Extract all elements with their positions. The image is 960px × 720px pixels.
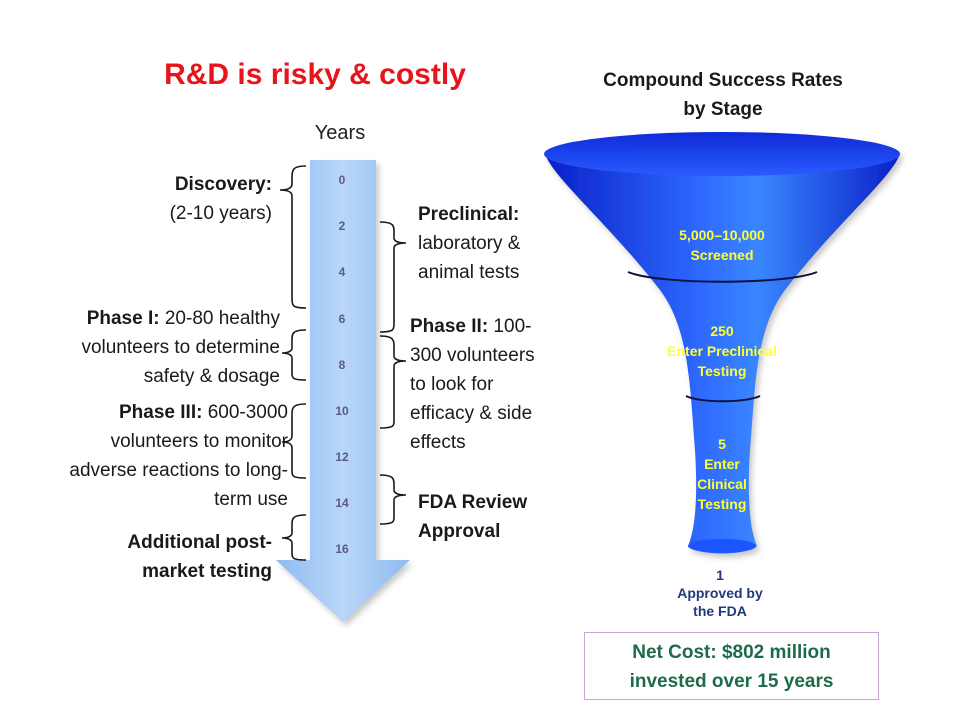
timeline-arrow — [276, 160, 410, 622]
label-post-market: Additional post- market testing — [40, 528, 272, 586]
stage-clinical-label-1: Enter — [704, 456, 740, 472]
phase1-text-2: volunteers to determine — [81, 337, 280, 358]
phase3-text-1: 600-3000 — [202, 402, 288, 423]
tick-14: 14 — [335, 496, 349, 510]
funnel-title: Compound Success Rates by Stage — [578, 66, 868, 124]
funnel-divider-2 — [685, 395, 761, 403]
phase2-text-3: to look for — [410, 374, 494, 395]
stage-screened-label: Screened — [690, 247, 754, 263]
post-market-text-1: Additional post- — [127, 532, 272, 553]
stage-preclinical: 250 Enter Preclinical Testing — [622, 321, 822, 381]
discovery-heading: Discovery: — [174, 174, 272, 195]
fda-text-2: Approval — [418, 521, 501, 542]
label-discovery: Discovery: (2-10 years) — [60, 170, 272, 228]
funnel-title-line-1: Compound Success Rates — [603, 70, 843, 91]
label-fda-review: FDA Review Approval — [418, 488, 568, 546]
label-preclinical: Preclinical: laboratory & animal tests — [418, 200, 568, 287]
stage-preclinical-label-1: Enter Preclinical — [667, 343, 777, 359]
label-phase1: Phase I: 20-80 healthy volunteers to det… — [20, 304, 280, 391]
timeline-ticks: 0 2 4 6 8 10 12 14 16 — [335, 173, 349, 556]
phase2-text-2: 300 volunteers — [410, 345, 535, 366]
phase2-text-4: efficacy & side — [410, 403, 533, 424]
net-cost-line-1: Net Cost: $802 million — [632, 642, 831, 663]
stage-clinical-label-3: Testing — [697, 496, 747, 512]
brace-phase2 — [379, 335, 407, 429]
stage-approved: 1 Approved by the FDA — [640, 566, 800, 620]
stage-screened: 5,000–10,000 Screened — [622, 225, 822, 265]
stage-approved-label-2: the FDA — [693, 603, 747, 619]
funnel-divider-1 — [627, 271, 818, 283]
brace-discovery — [279, 165, 307, 309]
tick-2: 2 — [339, 219, 346, 233]
stage-preclinical-count: 250 — [710, 323, 734, 339]
label-phase2: Phase II: 100- 300 volunteers to look fo… — [410, 312, 570, 457]
tick-0: 0 — [339, 173, 346, 187]
success-funnel — [544, 132, 900, 554]
stage-clinical-count: 5 — [718, 436, 726, 452]
slide-title: R&D is risky & costly — [164, 58, 466, 91]
years-axis-label: Years — [314, 122, 366, 144]
tick-8: 8 — [339, 358, 346, 372]
phase3-text-3: adverse reactions to long- — [69, 460, 288, 481]
phase3-text-4: term use — [214, 489, 288, 510]
phase3-heading: Phase III: — [119, 402, 203, 423]
fda-text-1: FDA Review — [418, 492, 528, 513]
tick-10: 10 — [335, 404, 349, 418]
funnel-title-line-2: by Stage — [683, 99, 763, 120]
stage-clinical: 5 Enter Clinical Testing — [662, 434, 782, 514]
phase1-text-1: 20-80 healthy — [159, 308, 280, 329]
tick-6: 6 — [339, 312, 346, 326]
discovery-duration: (2-10 years) — [169, 203, 272, 224]
brace-fda — [379, 474, 407, 525]
phase2-text-1: 100- — [488, 316, 532, 337]
brace-phase3 — [281, 403, 307, 479]
tick-12: 12 — [335, 450, 349, 464]
label-phase3: Phase III: 600-3000 volunteers to monito… — [20, 398, 288, 514]
stage-approved-count: 1 — [716, 567, 724, 583]
stage-screened-count: 5,000–10,000 — [679, 227, 765, 243]
tick-16: 16 — [335, 542, 349, 556]
phase3-text-2: volunteers to monitor — [110, 431, 288, 452]
phase1-text-3: safety & dosage — [143, 366, 280, 387]
tick-4: 4 — [339, 265, 346, 279]
preclinical-heading: Preclinical: — [418, 204, 520, 225]
preclinical-text-1: laboratory & — [418, 233, 521, 254]
brace-phase1 — [281, 329, 307, 381]
net-cost-line-2: invested over 15 years — [629, 671, 834, 692]
net-cost-box: Net Cost: $802 million invested over 15 … — [584, 632, 879, 700]
phase1-heading: Phase I: — [86, 308, 160, 329]
phase2-heading: Phase II: — [410, 316, 489, 337]
post-market-text-2: market testing — [142, 561, 272, 582]
phase2-text-5: effects — [410, 432, 466, 453]
stage-clinical-label-2: Clinical — [697, 476, 747, 492]
stage-preclinical-label-2: Testing — [697, 363, 747, 379]
preclinical-text-2: animal tests — [418, 262, 520, 283]
brace-post — [281, 514, 307, 561]
funnel-rim — [544, 132, 900, 176]
stage-approved-label-1: Approved by — [677, 585, 763, 601]
brace-preclinical — [379, 221, 407, 333]
